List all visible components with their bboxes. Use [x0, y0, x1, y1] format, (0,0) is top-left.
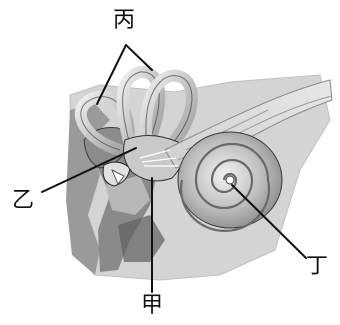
label-vestibule: 乙 [12, 190, 34, 212]
label-cochlea: 丁 [306, 256, 328, 278]
label-nerve: 甲 [141, 295, 163, 317]
label-semicircular-canals: 丙 [113, 10, 135, 32]
